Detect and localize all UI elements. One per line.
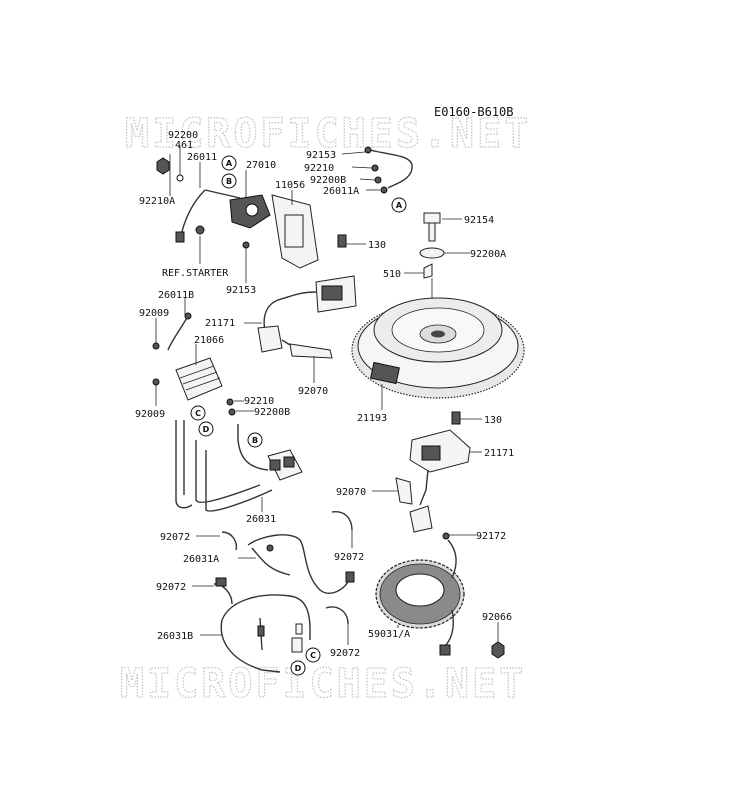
- svg-text:C: C: [310, 651, 316, 660]
- label-26011A: 26011A: [323, 186, 359, 197]
- bracket-slot: [284, 214, 304, 248]
- cable-lug: [175, 231, 185, 243]
- washer-92200A: [419, 247, 445, 259]
- label-92210A: 92210A: [139, 196, 175, 207]
- connector-D-mid: D: [198, 421, 214, 437]
- clamp-92072-lower: [325, 606, 349, 625]
- label-11056: 11056: [275, 180, 305, 191]
- ignition-coil-lower-21171: [395, 411, 471, 533]
- washer-92200B-mid: [228, 408, 236, 416]
- svg-text:D: D: [295, 664, 302, 673]
- spark-plug-lower-92070: [395, 477, 413, 505]
- clamp-92072-upper-left: [221, 531, 238, 551]
- label-92200B-mid: 92200B: [254, 407, 290, 418]
- label-92200: 92200: [168, 130, 198, 141]
- watermark-top: MICROFICHES.NET: [125, 111, 531, 157]
- connector-A-right: A: [391, 197, 407, 213]
- label-130-top: 130: [368, 240, 386, 251]
- key-510: [423, 263, 433, 279]
- label-92066: 92066: [482, 612, 512, 623]
- label-92210-mid: 92210: [244, 396, 274, 407]
- label-59031A: 59031/A: [368, 629, 410, 640]
- connector-B-top: B: [221, 173, 237, 189]
- label-21193: 21193: [357, 413, 387, 424]
- label-26031B: 26031B: [157, 631, 193, 642]
- label-92072-center: 92072: [334, 552, 364, 563]
- clamp-tab-lower-left: [215, 577, 227, 587]
- watermark-bottom: MICROFICHES.NET: [120, 661, 526, 707]
- solenoid-terminal: [245, 203, 259, 217]
- label-26031: 26031: [246, 514, 276, 525]
- svg-text:A: A: [396, 201, 403, 210]
- label-ref-starter: REF.STARTER: [162, 268, 229, 279]
- svg-text:B: B: [226, 177, 232, 186]
- label-130-lower: 130: [484, 415, 502, 426]
- label-92154: 92154: [464, 215, 494, 226]
- svg-text:B: B: [252, 436, 258, 445]
- label-92070-top: 92070: [298, 386, 328, 397]
- flywheel-21193: [351, 297, 525, 399]
- clamp-92072-lower-left: [213, 583, 233, 605]
- plug-cap-lower: [409, 505, 433, 533]
- ignition-coil-top-21171: [257, 234, 357, 359]
- label-92009-bottom: 92009: [135, 409, 165, 420]
- flywheel-magnet: [370, 361, 400, 385]
- label-92072-lower-left: 92072: [156, 582, 186, 593]
- label-26011: 26011: [187, 152, 217, 163]
- plug-cap-top: [257, 325, 283, 353]
- harness-26031: [195, 424, 303, 512]
- label-21066: 21066: [194, 335, 224, 346]
- connector-C-mid: C: [190, 405, 206, 421]
- nut-92066: [491, 641, 505, 659]
- harness-26031B: [220, 594, 311, 673]
- label-92072-lower: 92072: [330, 648, 360, 659]
- clamp-92072-center: [331, 511, 353, 531]
- label-92153-left: 92153: [226, 285, 256, 296]
- washer-461: [176, 174, 184, 182]
- label-92072-upper-left: 92072: [160, 532, 190, 543]
- stator-59031A: [375, 532, 465, 656]
- label-92153-top: 92153: [306, 150, 336, 161]
- label-27010: 27010: [246, 160, 276, 171]
- label-21171-right: 21171: [484, 448, 514, 459]
- svg-text:D: D: [203, 425, 210, 434]
- ground-lead-26011A: [364, 146, 413, 194]
- connector-D-lower: D: [290, 660, 306, 676]
- label-461: 461: [175, 140, 193, 151]
- svg-text:C: C: [195, 409, 201, 418]
- connector-A-top: A: [221, 155, 237, 171]
- label-92200B-top: 92200B: [310, 175, 346, 186]
- label-26011B: 26011B: [158, 290, 194, 301]
- label-21171-left: 21171: [205, 318, 235, 329]
- label-510: 510: [383, 269, 401, 280]
- label-92070-lower: 92070: [336, 487, 366, 498]
- diagram-code: E0160-B610B: [434, 105, 513, 119]
- label-26031A: 26031A: [183, 554, 219, 565]
- regulator-21066: [152, 312, 223, 509]
- screw-92153-left: [242, 241, 250, 249]
- flywheel-bolt-92154: [419, 212, 445, 330]
- connector-B-mid: B: [247, 432, 263, 448]
- ref-starter-terminal: [195, 225, 205, 235]
- bolt-92210-mid: [226, 398, 234, 406]
- label-92200A: 92200A: [470, 249, 506, 260]
- harness-26031A: [247, 534, 355, 594]
- spark-plug-top-92070: [289, 343, 333, 359]
- starter-solenoid-assembly: [156, 157, 319, 269]
- nut-92210A: [156, 157, 170, 175]
- label-92009-top: 92009: [139, 308, 169, 319]
- svg-text:A: A: [226, 159, 233, 168]
- label-92172: 92172: [476, 531, 506, 542]
- connector-C-lower: C: [305, 647, 321, 663]
- label-92210-top: 92210: [304, 163, 334, 174]
